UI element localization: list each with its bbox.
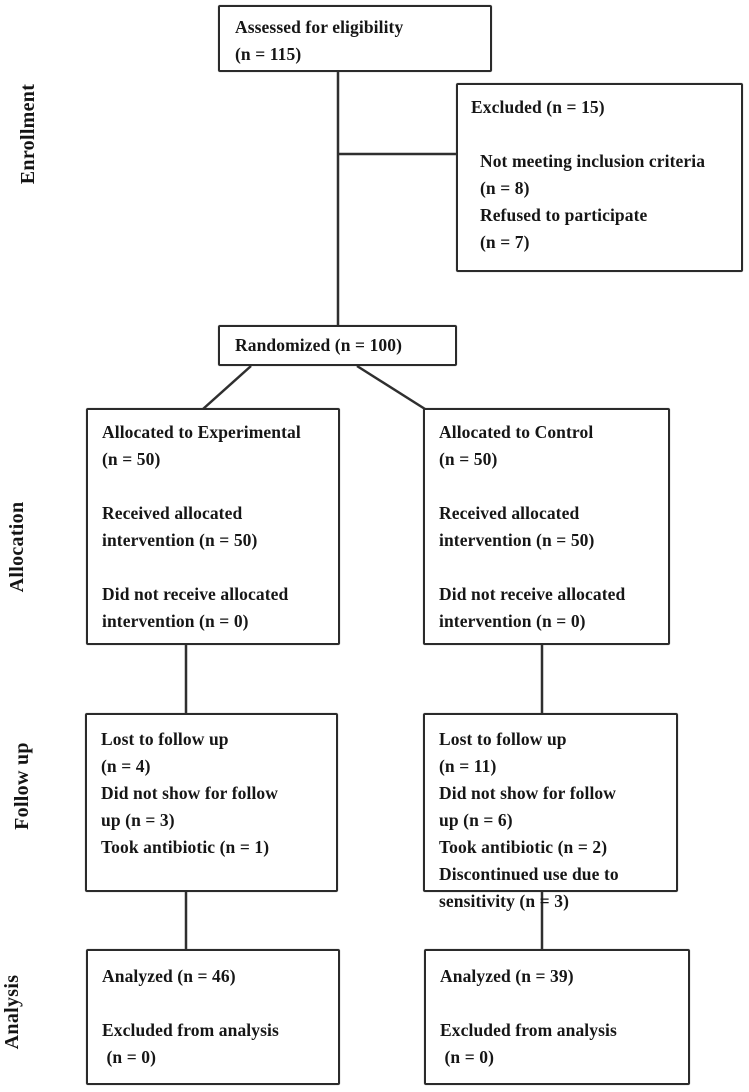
allocated-experimental-box: Allocated to Experimental (n = 50) Recei… <box>86 408 340 645</box>
assessed-for-eligibility-box: Assessed for eligibility (n = 115) <box>218 5 492 72</box>
allocated-experimental-text: Allocated to Experimental (n = 50) Recei… <box>102 422 301 631</box>
connector-randomized-control <box>356 364 426 411</box>
randomized-box: Randomized (n = 100) <box>218 325 457 366</box>
allocated-control-text: Allocated to Control (n = 50) Received a… <box>439 422 626 631</box>
analyzed-experimental-text: Analyzed (n = 46) Excluded from analysis… <box>102 966 279 1067</box>
stage-label-analysis: Analysis <box>0 974 23 1050</box>
followup-experimental-box: Lost to follow up (n = 4) Did not show f… <box>85 713 338 892</box>
followup-experimental-text: Lost to follow up (n = 4) Did not show f… <box>101 729 278 857</box>
assessed-for-eligibility-text: Assessed for eligibility (n = 115) <box>235 17 404 64</box>
allocated-control-box: Allocated to Control (n = 50) Received a… <box>423 408 670 645</box>
excluded-text: Excluded (n = 15) Not meeting inclusion … <box>471 97 706 252</box>
stage-label-enrollment: Enrollment <box>16 83 39 185</box>
analyzed-control-box: Analyzed (n = 39) Excluded from analysis… <box>424 949 690 1085</box>
stage-label-follow-up: Follow up <box>10 742 33 830</box>
analyzed-experimental-box: Analyzed (n = 46) Excluded from analysis… <box>86 949 340 1085</box>
randomized-text: Randomized (n = 100) <box>235 335 403 355</box>
followup-control-box: Lost to follow up (n = 11) Did not show … <box>423 713 678 911</box>
followup-control-text: Lost to follow up (n = 11) Did not show … <box>439 729 619 911</box>
analyzed-control-text: Analyzed (n = 39) Excluded from analysis… <box>440 966 617 1067</box>
excluded-box: Excluded (n = 15) Not meeting inclusion … <box>456 83 743 272</box>
stage-label-allocation: Allocation <box>5 501 28 593</box>
connector-randomized-experimental <box>202 365 252 410</box>
